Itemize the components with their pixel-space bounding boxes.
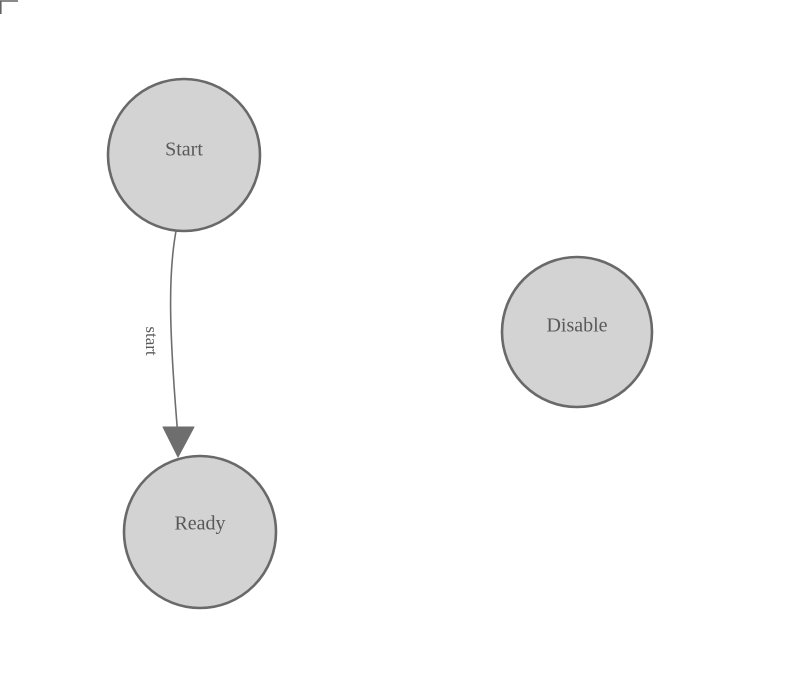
node-ready-circle[interactable] — [122, 454, 278, 610]
canvas-corner-bracket-icon — [0, 0, 18, 14]
node-start-circle[interactable] — [106, 77, 262, 233]
node-ready-label: Ready — [174, 513, 225, 535]
node-disable[interactable]: Disable — [500, 255, 654, 409]
node-start[interactable]: Start — [106, 77, 262, 233]
edge-start-to-ready[interactable]: start — [142, 230, 195, 458]
node-ready[interactable]: Ready — [122, 454, 278, 610]
node-disable-circle[interactable] — [500, 255, 654, 409]
edge-label-start: start — [142, 326, 161, 356]
node-disable-label: Disable — [546, 315, 607, 337]
arrowhead-icon — [162, 426, 195, 458]
node-start-label: Start — [165, 139, 203, 161]
edge-line-start-to-ready — [169, 230, 179, 438]
